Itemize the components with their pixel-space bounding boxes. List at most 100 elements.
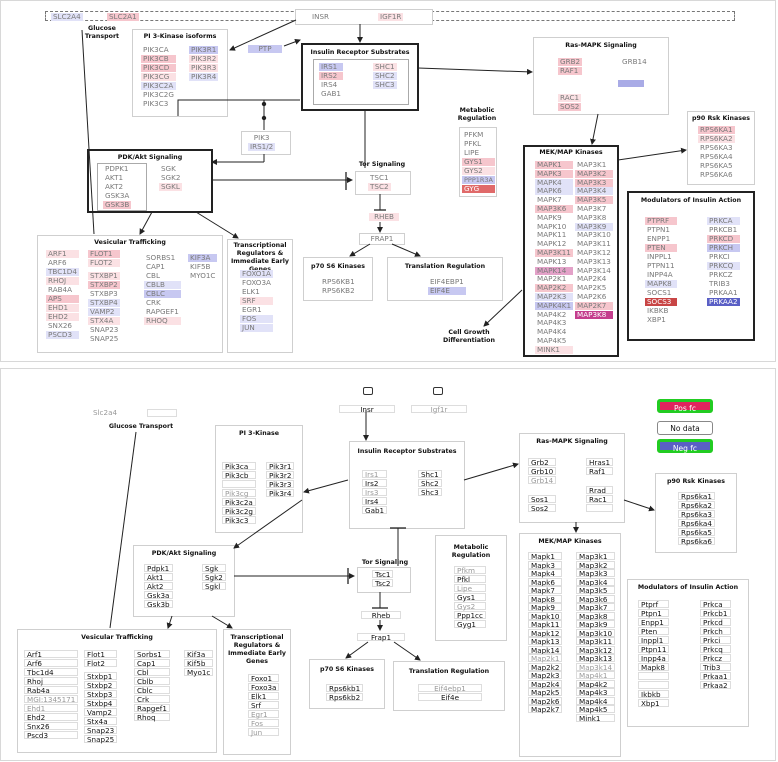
ras-right-b: Hras1 Raf1 Rrad Rac1 Rac2 [586, 458, 614, 513]
gene-item: Gys2 [454, 602, 486, 611]
gene-item: Prkch [700, 627, 731, 636]
vesicular-title-b: Vesicular Trafficking [81, 634, 153, 641]
gene-item: IRS4 [321, 80, 338, 89]
gene-item: MAPK4 [535, 178, 574, 187]
gene-item: Prkaa2 [700, 681, 731, 690]
gene-item: INPP4A [647, 270, 673, 279]
gene-slc2a4-b: Slc2a4 [91, 408, 120, 417]
gene-item: Xbp1 [638, 699, 670, 708]
gene-grb14: GRB14 [622, 57, 647, 66]
translation-title: Translation Regulation [404, 263, 486, 270]
p70-title: p70 S6 Kinases [310, 263, 366, 270]
ves-c1-b: Arf1 Arf6 Tbc1d4 Rhoj Rab4a MGI:1345171 … [24, 650, 79, 740]
gene-item: INPPL1 [647, 252, 672, 261]
gene-item: Tsc1 [372, 570, 394, 579]
gene-insr-b: Insr [339, 405, 395, 414]
gene-item: GRB2 [558, 57, 583, 66]
gene-item: MAPK13 [537, 256, 567, 266]
gene-item: Irs4 [362, 497, 388, 506]
gene-ptp: PTP [248, 45, 282, 53]
gene-item: RPS6KA2 [698, 134, 735, 143]
gene-item: MAP3K3 [575, 178, 613, 187]
ras-box-b: Ras-MAPK Signaling Grb2 Grb10 Grb14 Sos1… [519, 433, 625, 523]
gene-item: CBL [146, 271, 160, 280]
gene-item: MAPK11 [537, 230, 567, 240]
gene-item: PRKCZ [709, 270, 733, 279]
gene-item: EGR1 [242, 305, 262, 314]
gene-item: Rps6ka4 [678, 519, 715, 528]
gene-item: Rps6kb2 [326, 693, 364, 702]
transcription-title: Transcriptional Regulators & Immediate E… [230, 242, 290, 273]
gene-item: TRIB3 [709, 279, 731, 288]
gene-item: MAP3K7 [577, 203, 607, 213]
gene-item: PRKCD [707, 235, 740, 243]
metabolic-title-b: Metabolic Regulation [451, 544, 491, 559]
pdk-title-b: PDK/Akt Signaling [151, 550, 217, 557]
gene-item: MAPK10 [537, 221, 567, 231]
pdk-akt-box: PDK/Akt Signaling PDPK1 AKT1 AKT2 GSK3A … [87, 149, 213, 213]
gene-item: MAPK6 [535, 187, 574, 196]
gene-item: MAP2K5 [577, 283, 607, 293]
gene-item: Cap1 [134, 659, 170, 668]
irs-box: Insulin Receptor Substrates IRS1 IRS2 IR… [301, 43, 419, 111]
p70-box: p70 S6 Kinases RPS6KB1 RPS6KB2 [303, 257, 373, 301]
gene-item: PRKAA2 [707, 297, 740, 306]
pi3k-left-b: Pik3ca Pik3cb Pik3cd Pik3cg Pik3c2a Pik3… [222, 462, 256, 525]
ves-c3-b: Sorbs1 Cap1 Cbl Cblb Cblc Crk Rapgef1 Rh… [134, 650, 170, 722]
gene-item: GYS2 [462, 167, 495, 175]
gene-item: MAP4K3 [537, 318, 567, 328]
gene-item: Cbl [134, 668, 170, 677]
gene-item: Stxbp4 [84, 699, 118, 708]
gene-item: SOCS3 [645, 298, 677, 306]
gene-item: RPS6KA1 [698, 125, 735, 134]
gene-item: Map4k2 [576, 679, 616, 688]
gene-item: MAP2K4 [577, 274, 607, 284]
gene-item: Kif3a [184, 650, 214, 659]
irs-right: SHC1 SHC2 SHC3 [373, 63, 397, 89]
gene-item: Irs1 [362, 470, 388, 479]
gene-item: PIK3CB [141, 55, 176, 63]
gene-item: SOCS1 [647, 288, 672, 297]
gene-item: Map3k4 [576, 577, 616, 586]
gene-item: SNAP23 [90, 325, 119, 334]
gene-item: Sgk2 [202, 573, 226, 582]
gene-item: PRKCQ [707, 262, 740, 270]
gene-item: Kif5b [184, 659, 214, 668]
frap-box: FRAP1 [359, 233, 405, 245]
gene-item: Rac2 [586, 504, 614, 513]
gene-item: Map3k1 [576, 552, 616, 561]
mek-map-box: MEK/MAP Kinases MAPK1 MAPK3 MAPK4 MAPK6 … [523, 145, 619, 357]
gene-item: MAP2K1 [537, 274, 567, 284]
gene-item: PDPK1 [105, 164, 129, 173]
gene-item: PIK3C3 [143, 99, 169, 108]
gene-item: Mapk7 [528, 586, 563, 595]
gene-item: Arf6 [24, 659, 79, 668]
gene-item: Ptpn11 [638, 645, 670, 654]
gene-item: Pik3c2g [222, 507, 256, 516]
gene-item: Flot2 [84, 659, 118, 668]
gene-item: AKT1 [105, 173, 124, 182]
gene-item: EHD2 [46, 313, 79, 321]
gene-item: APS [46, 295, 79, 303]
gene-item: PIK3CG [141, 73, 176, 81]
vesicular-box: Vesicular Trafficking ARF1 ARF6 TBC1D4 R… [37, 235, 223, 353]
p70-list: RPS6KB1 RPS6KB2 [320, 278, 357, 295]
gene-item: Pten [638, 627, 670, 636]
gene-frap1-b: Frap1 [357, 633, 405, 642]
gene-item: PTPRF [645, 217, 677, 225]
transcription-box-b: Transcriptional Regulators & Immediate E… [223, 629, 291, 755]
gene-item: Raf1 [586, 467, 614, 476]
gene-item: Myo1c [184, 668, 214, 677]
gene-item: Shc1 [418, 470, 442, 479]
ves-c2-b: Flot1 Flot2 Stxbp1 Stxbp2 Stxbp3 Stxbp4 … [84, 650, 118, 744]
gene-item: PFKL [464, 139, 482, 148]
pi3k-title-b: PI 3-Kinase [239, 430, 279, 437]
gene-item: MAP3K10 [577, 230, 611, 240]
gene-item: EIF4EBP1 [430, 277, 464, 286]
gene-item: Prkcd [700, 618, 731, 627]
gene-item: Ptprf [638, 600, 670, 609]
gene-item: PTPN1 [647, 225, 671, 234]
gene-item: PRKCH [707, 244, 740, 252]
tor-title: Tor Signaling [358, 161, 406, 168]
mek-left: MAPK1 MAPK3 MAPK4 MAPK6 MAPK7 MAP3K6 MAP… [535, 161, 574, 354]
